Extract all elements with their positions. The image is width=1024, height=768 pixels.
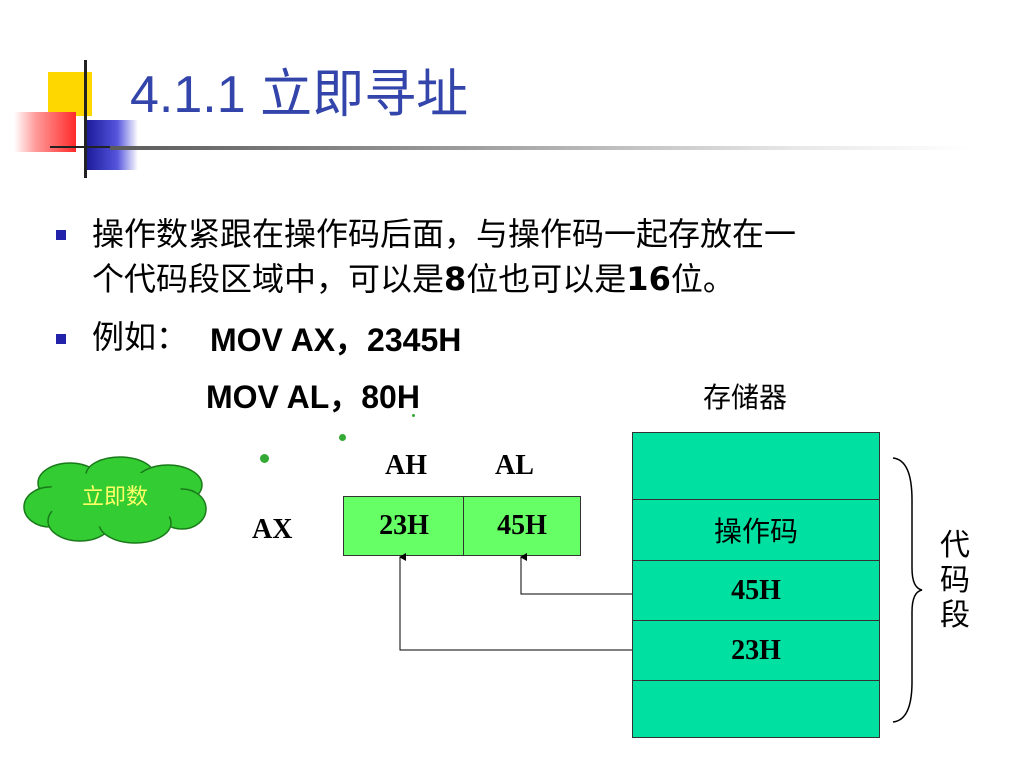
bullet-1-line-2-e: 位。	[670, 260, 735, 298]
example-instruction-1: MOV AX，2345H	[210, 322, 462, 358]
memory-cell-empty	[633, 433, 879, 500]
logo-horizontal-line	[50, 146, 140, 148]
memory-cell-opcode: 操作码	[633, 500, 879, 561]
register-al-cell: 45H	[463, 496, 581, 556]
immediate-callout-label: 立即数	[81, 485, 148, 510]
title-underline	[110, 146, 970, 150]
logo-red-square	[14, 112, 76, 152]
bullet-marker	[56, 230, 66, 240]
bullet-marker	[56, 334, 66, 344]
register-ah-cell: 23H	[343, 496, 465, 556]
bullet-1-line-1: 操作数紧跟在操作码后面，与操作码一起存放在一	[92, 215, 797, 253]
bullet-1-text: 操作数紧跟在操作码后面，与操作码一起存放在一 个代码段区域中，可以是8位也可以是…	[92, 212, 796, 302]
example-instruction-2: MOV AL，80H	[206, 379, 420, 415]
decorative-dot	[260, 454, 269, 463]
memory-block: 操作码 45H 23H	[632, 432, 880, 738]
register-al-label: AL	[495, 450, 534, 481]
cloud-callout-shape	[23, 456, 207, 544]
bullet-1-line-2-c: 位也可以是	[466, 260, 627, 298]
register-ah-label: AH	[385, 450, 427, 481]
slide-title: 4.1.1 立即寻址	[130, 66, 469, 124]
bullet-1-line-2-a: 个代码段区域中，可以是	[92, 260, 445, 298]
logo-blue-square	[86, 120, 138, 170]
bullet-1-bits-16: 16	[626, 260, 671, 298]
logo-vertical-line	[84, 60, 87, 178]
memory-label: 存储器	[703, 381, 788, 414]
bullet-1-bits-8: 8	[444, 260, 467, 298]
memory-cell-45h: 45H	[633, 561, 879, 621]
decorative-dot	[412, 414, 415, 417]
decorative-dot	[339, 434, 346, 441]
register-ax-label: AX	[252, 514, 293, 545]
example-prefix: 例如：	[92, 318, 189, 356]
code-segment-label: 代码段	[940, 528, 970, 633]
memory-cell-23h: 23H	[633, 621, 879, 681]
